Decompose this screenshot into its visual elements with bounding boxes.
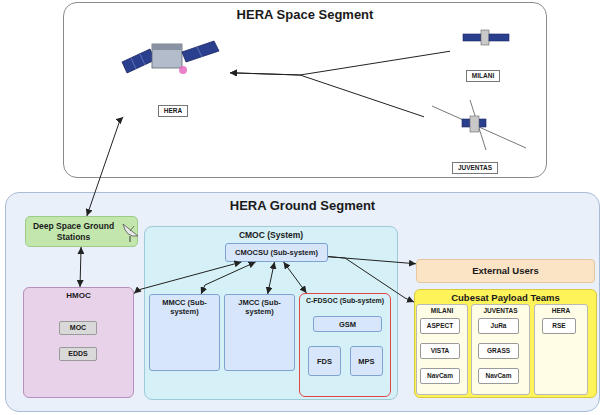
node-label: FDS <box>317 357 332 366</box>
subsystem-box: C-FDSOC (Sub-system) GSM FDS MPS <box>299 293 391 397</box>
node-label: HMOC <box>24 291 133 301</box>
component-box: GSM <box>313 316 382 332</box>
team-column: JUVENTAS JuRaGRASS NavCam <box>471 304 530 395</box>
node-label: Cubesat Payload Teams <box>415 292 596 303</box>
connector-arrow <box>87 117 123 216</box>
node-label: JUVENTAS <box>472 307 529 315</box>
dish-feed <box>130 226 134 231</box>
node-label: Deep Space Ground Stations <box>30 221 117 241</box>
node-label: External Users <box>472 265 539 276</box>
solar-panel <box>182 41 219 62</box>
connector-arrow <box>230 73 424 117</box>
system-box: CMOC (System) CMOCSU (Sub-system) MMCC (Su… <box>144 226 398 400</box>
center-box: HMOC MOC EDDS <box>23 287 134 398</box>
panel-grid <box>131 58 136 69</box>
node-label: ASPECT <box>427 322 453 330</box>
connector-arrow <box>328 257 416 264</box>
solar-panel <box>463 34 481 41</box>
dish-mast <box>129 236 130 242</box>
node-label: MILANI <box>466 70 500 82</box>
spacecraft-top <box>152 44 182 50</box>
spacecraft-node: MILANI <box>450 10 516 82</box>
node-label: MMCC (Sub-system) <box>150 298 219 316</box>
node-label: RSE <box>552 322 565 330</box>
node-label: C-FDSOC (Sub-system) <box>300 297 390 305</box>
panel-grid <box>197 47 202 57</box>
payload-box: NavCam <box>478 368 519 384</box>
connector-arrow <box>284 262 307 293</box>
node-label: JuRa <box>491 322 507 330</box>
payload-box: GRASS <box>478 343 519 359</box>
payload-box: VISTA <box>420 343 460 359</box>
connector-arrow <box>328 257 414 302</box>
subsystem-box: CMOCSU (Sub-system) <box>225 243 328 262</box>
node-label: CMOCSU (Sub-system) <box>235 248 318 257</box>
cubesat-body <box>481 30 489 45</box>
spacecraft-body <box>152 44 182 68</box>
node-label: GSM <box>339 320 356 329</box>
spacecraft-node: JUVENTAS <box>424 94 526 174</box>
solar-panel <box>489 34 509 41</box>
solar-panel <box>122 49 155 73</box>
spacecraft-node: HERA <box>116 25 230 117</box>
node-label: VISTA <box>431 347 450 355</box>
node-label: NavCam <box>427 372 453 380</box>
dish <box>123 224 138 236</box>
milani-cubesat <box>463 30 509 45</box>
node-label: CMOC (System) <box>145 230 397 240</box>
thruster-glow <box>179 66 187 74</box>
node-label: HERA Space Segment <box>64 7 546 23</box>
node-label: JMCC (Sub-system) <box>225 298 294 316</box>
payload-box: JuRa <box>478 318 519 334</box>
node-label: JUVENTAS <box>452 162 498 174</box>
subsystem-box: MMCC (Sub-system) <box>149 294 220 371</box>
node-label: GRASS <box>487 347 510 355</box>
payload-box: NavCam <box>420 368 460 384</box>
solar-panel <box>462 119 486 127</box>
node-label: MILANI <box>417 307 467 315</box>
payload-box: RSE <box>542 318 576 334</box>
cubesat-body <box>470 116 479 132</box>
payload-box: ASPECT <box>420 318 460 334</box>
node-label: MOC <box>70 324 86 332</box>
antenna <box>432 106 526 148</box>
users-box: External Users <box>416 259 595 283</box>
station-box: Deep Space Ground Stations <box>25 216 138 247</box>
segment-panel: HERA Space SegmentHERA MILANI JUVENTAS <box>63 2 547 178</box>
component-box: EDDS <box>59 347 97 361</box>
connector-arrow <box>134 262 241 294</box>
node-label: HERA Ground Segment <box>6 198 599 214</box>
panel-grid <box>140 54 145 65</box>
connector-arrow <box>230 51 450 75</box>
subsystem-box: JMCC (Sub-system) <box>224 294 295 371</box>
component-box: MOC <box>59 321 97 335</box>
connector-arrow <box>80 247 81 287</box>
team-column: HERA RSE <box>534 304 588 395</box>
component-box: MPS <box>350 346 383 376</box>
teams-box: Cubesat Payload TeamsMILANI ASPECT VISTA Na… <box>414 289 597 398</box>
node-label: HERA <box>158 105 188 117</box>
connector-arrow <box>201 262 255 294</box>
antenna <box>470 100 486 150</box>
juventas-cubesat <box>432 100 526 150</box>
connector-arrow <box>268 262 275 294</box>
node-label: EDDS <box>68 350 87 358</box>
hera-spacecraft <box>122 41 219 74</box>
component-box: FDS <box>308 346 341 376</box>
team-column: MILANI ASPECT VISTA NavCam <box>416 304 468 395</box>
node-label: NavCam <box>485 372 511 380</box>
segment-panel: HERA Ground SegmentDeep Space Ground Sta… <box>5 192 600 412</box>
node-label: HERA <box>535 307 587 315</box>
node-label: MPS <box>358 357 374 366</box>
ground-dish-icon <box>123 224 138 242</box>
